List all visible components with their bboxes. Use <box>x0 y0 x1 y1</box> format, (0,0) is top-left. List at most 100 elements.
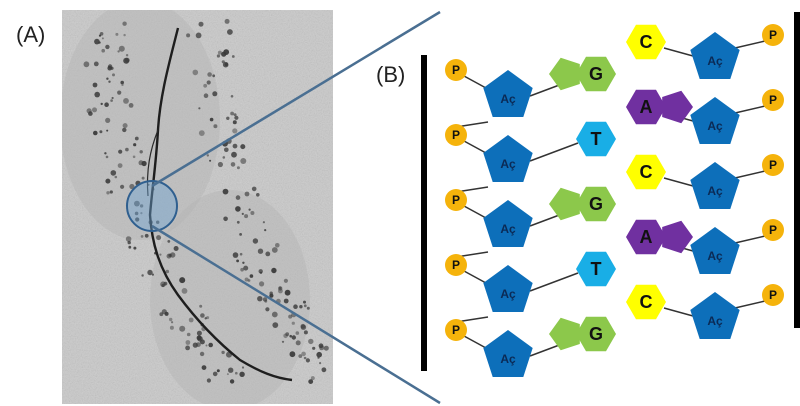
particle-dot <box>140 235 144 238</box>
phosphate-label: P <box>769 223 777 237</box>
particle-dot <box>235 195 241 200</box>
particle-dot <box>257 296 263 302</box>
particle-dot <box>203 93 209 98</box>
phosphate-circle <box>445 124 467 146</box>
particle-dot <box>289 334 293 338</box>
particle-dot <box>271 267 277 274</box>
particle-dot <box>105 44 110 50</box>
phosphate-label: P <box>452 63 460 77</box>
particle-dot <box>120 184 125 189</box>
particle-dot <box>230 162 236 167</box>
base-hexagon <box>626 284 666 320</box>
particle-dot <box>196 342 201 347</box>
particle-dot <box>105 117 111 123</box>
particle-dot <box>94 38 100 45</box>
particle-dot <box>216 369 220 373</box>
sugar-base-bond <box>663 177 694 187</box>
particle-dot <box>207 72 212 77</box>
phosphate-label: P <box>452 128 460 142</box>
particle-dot <box>196 330 202 336</box>
phosphate-sugar-bond <box>463 75 487 89</box>
particle-dot <box>198 21 204 27</box>
phosphate-circle <box>762 89 784 111</box>
particle-dot <box>230 111 235 116</box>
zoom-line-top <box>151 10 441 188</box>
particle-dot <box>206 378 211 383</box>
particle-dot <box>259 281 265 287</box>
particle-dot <box>308 338 314 345</box>
particle-dot <box>123 98 129 104</box>
phosphate-label: P <box>769 93 777 107</box>
particle-dot <box>200 313 205 318</box>
particle-dot <box>165 269 170 274</box>
base-letter: C <box>640 292 653 312</box>
sugar-pentagon <box>483 330 533 377</box>
particle-dot <box>118 45 125 52</box>
particle-dot <box>265 251 271 257</box>
particle-dot <box>244 214 249 219</box>
particle-dot <box>223 216 228 222</box>
particle-dot <box>133 246 137 250</box>
particle-dot <box>236 259 240 263</box>
phosphate-circle <box>762 284 784 306</box>
sugar-pentagon <box>690 32 740 79</box>
particle-dot <box>217 161 223 168</box>
sugar-label: Aç <box>707 314 723 328</box>
particle-dot <box>141 176 145 180</box>
particle-dot <box>265 307 270 312</box>
base-letter: G <box>589 324 603 344</box>
particle-dot <box>134 136 139 141</box>
particle-dot <box>108 80 111 83</box>
particle-dot <box>230 95 234 98</box>
particle-dot <box>301 351 306 357</box>
phosphate-label: P <box>452 323 460 337</box>
particle-dot <box>169 325 174 330</box>
particle-dot <box>224 147 229 153</box>
sugar-pentagon <box>690 292 740 339</box>
particle-dot <box>117 163 123 169</box>
particle-dot <box>264 229 267 232</box>
particle-dot <box>250 211 255 215</box>
particle-dot <box>159 312 164 317</box>
particle-dot <box>291 335 296 340</box>
particle-dot <box>209 117 214 122</box>
particle-dot <box>132 155 136 159</box>
sugar-label: Aç <box>500 92 516 106</box>
particle-dot <box>209 159 212 162</box>
particle-dot <box>186 332 191 337</box>
phosphate-label: P <box>769 288 777 302</box>
particle-dot <box>134 200 140 207</box>
particle-dot <box>283 333 288 339</box>
particle-dot <box>232 120 237 125</box>
right-strand-bar <box>794 12 800 328</box>
particle-dot <box>224 62 228 67</box>
base-letter: G <box>589 64 603 84</box>
base-letter: T <box>591 129 602 149</box>
particle-dot <box>125 236 132 242</box>
particle-dot <box>216 54 220 58</box>
electron-micrograph <box>62 10 333 404</box>
particle-dot <box>110 99 113 102</box>
particle-dot <box>173 246 179 251</box>
particle-dot <box>224 18 230 24</box>
particle-dot <box>255 193 260 197</box>
particle-dot <box>201 365 207 370</box>
particle-dot <box>179 325 186 332</box>
particle-dot <box>101 37 104 40</box>
particle-dot <box>197 336 203 342</box>
particle-dot <box>104 152 107 155</box>
particle-dot <box>306 306 310 310</box>
particle-dot <box>231 151 237 158</box>
particle-dot <box>240 144 246 150</box>
particle-dot <box>239 371 245 377</box>
sugar-label: Aç <box>500 352 516 366</box>
particle-dot <box>283 278 288 283</box>
sugar-pentagon <box>483 200 533 247</box>
particle-dot <box>138 160 144 166</box>
particle-dot <box>92 82 98 88</box>
particle-dot <box>123 33 126 37</box>
particle-dot <box>242 261 245 264</box>
particle-dot <box>303 304 307 308</box>
